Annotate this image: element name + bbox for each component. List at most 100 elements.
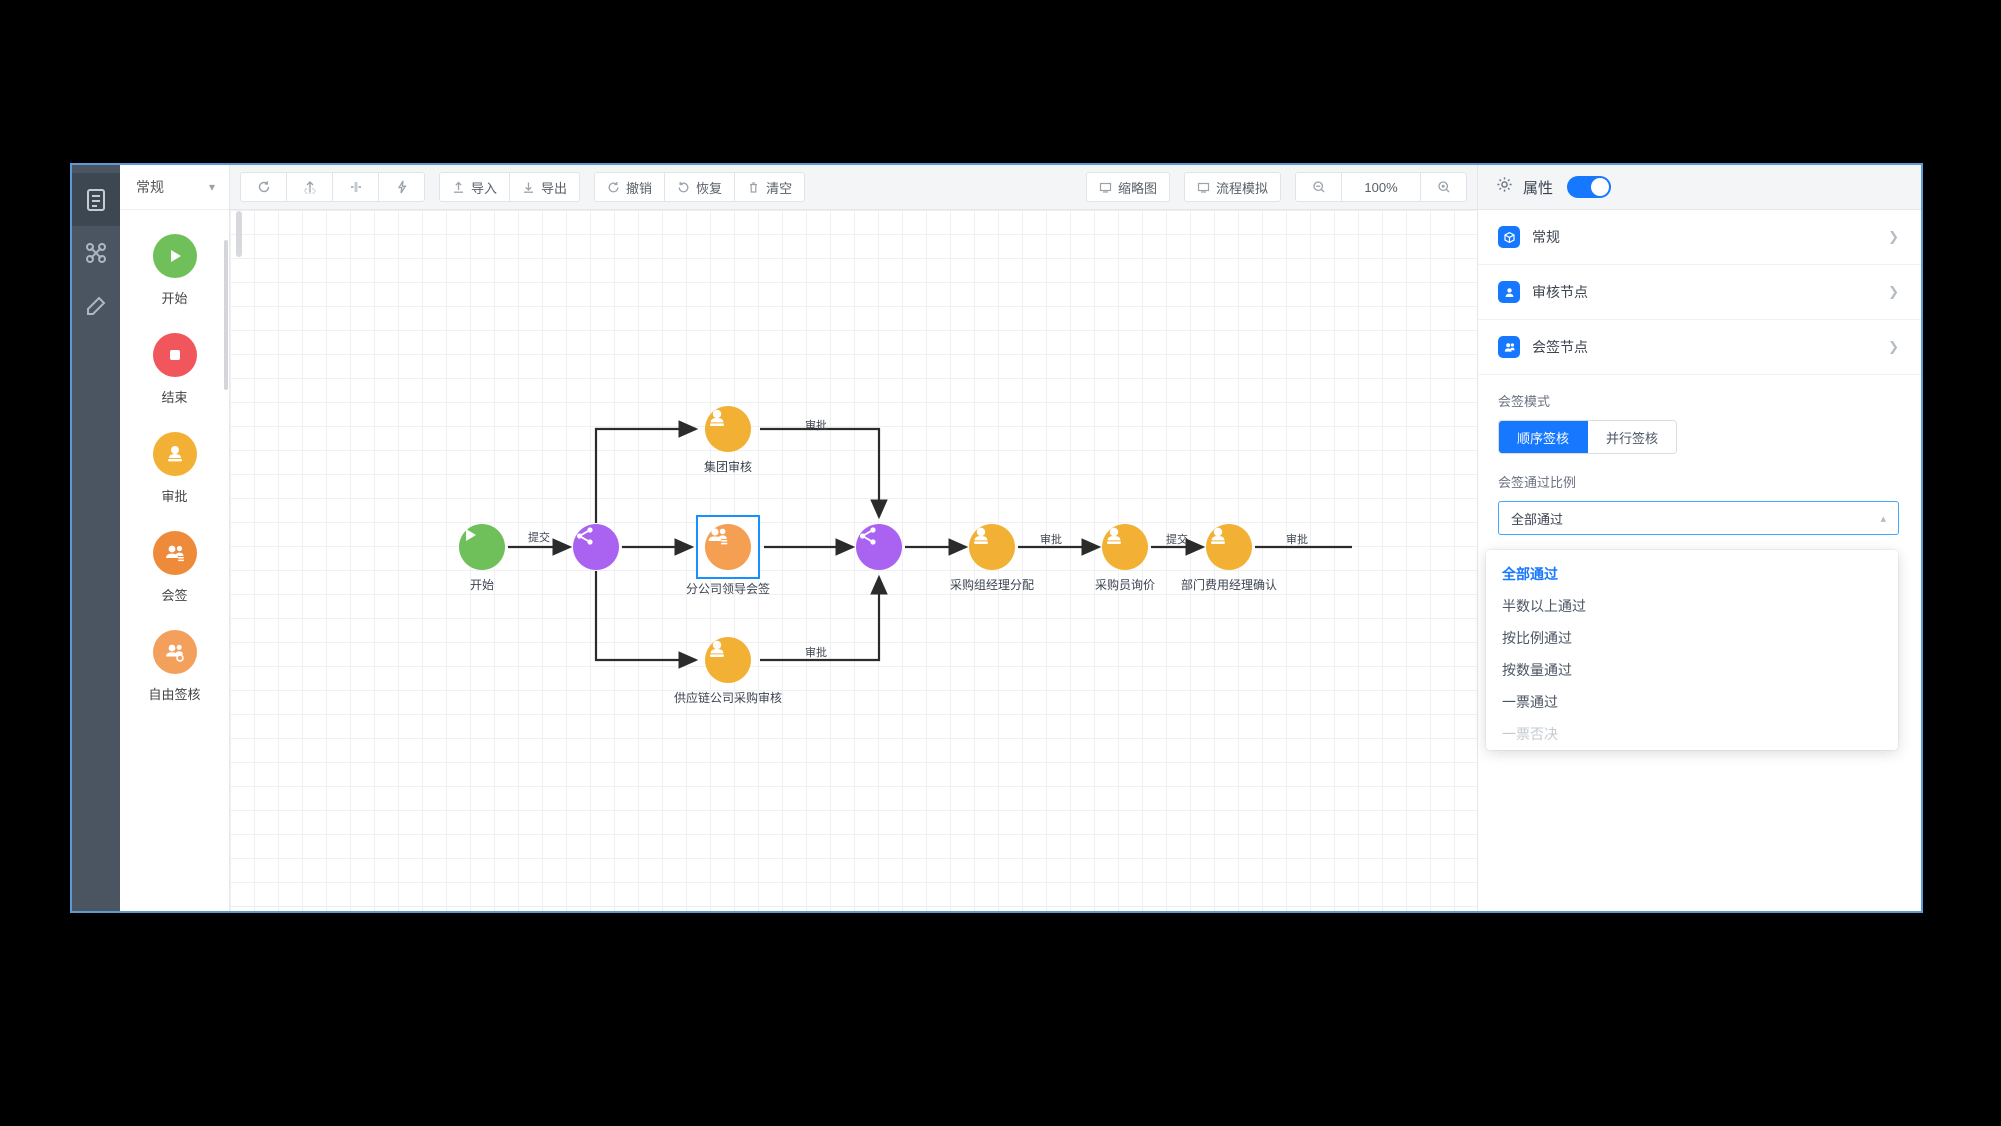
user-icon [1498, 281, 1520, 303]
redo-icon [677, 181, 690, 194]
edge-label: 提交 [1166, 534, 1188, 546]
import-label: 导入 [471, 180, 498, 196]
redo-button[interactable]: 恢复 [664, 172, 736, 202]
pass-ratio-select[interactable]: 全部通过 ▴ [1498, 501, 1899, 535]
pass-ratio-label: 会签通过比例 [1498, 475, 1577, 490]
icon-rail [72, 165, 120, 911]
dropdown-arrow [1547, 550, 1563, 558]
flow-node-purchase-assign[interactable]: 采购组经理分配 [950, 524, 1034, 592]
palette-node-approve[interactable]: 审批 [120, 432, 229, 505]
properties-toggle[interactable] [1567, 176, 1612, 198]
rail-item-style-designer[interactable] [72, 279, 120, 332]
flow-node-start[interactable]: 开始 [459, 524, 505, 592]
canvas-toolbar: 导入 导出 撤销 [230, 165, 1477, 210]
flow-node-branch-countersign[interactable]: 分公司领导会签 [686, 515, 770, 596]
flow-node-group-review[interactable]: 集团审核 [704, 406, 752, 474]
zoom-group: 100% [1295, 172, 1467, 202]
thumbnail-group: 缩略图 [1085, 172, 1170, 202]
export-icon [522, 181, 535, 194]
countersign-settings: 会签模式 顺序签核 并行签核 会签通过比例 全部通过 ▴ [1478, 375, 1921, 535]
seg-parallel-sign[interactable]: 并行签核 [1588, 421, 1677, 453]
flow-node-label: 集团审核 [703, 460, 753, 474]
edge-label: 审批 [1040, 534, 1062, 546]
stamp-icon [1206, 524, 1252, 570]
flow-node-label: 开始 [469, 578, 495, 592]
zoom-out-button[interactable] [1295, 172, 1342, 202]
export-button[interactable]: 导出 [509, 172, 581, 202]
chevron-down-icon[interactable]: ▾ [208, 180, 215, 194]
prop-row-general[interactable]: 常规 ❯ [1478, 210, 1921, 265]
dropdown-option-ratio-pass[interactable]: 按比例通过 [1502, 630, 1572, 646]
palette-body: 开始 结束 审批 会签 [120, 210, 229, 911]
flow-node-label: 分公司领导会签 [685, 582, 771, 596]
group-icon [705, 524, 751, 570]
flow-edges [508, 420, 1352, 669]
pen-icon [85, 295, 107, 317]
zoom-in-icon [1437, 180, 1451, 194]
rail-item-flow-designer[interactable] [72, 226, 120, 279]
flow-node-dept-cost-confirm[interactable]: 部门费用经理确认 [1181, 524, 1277, 592]
flow-canvas[interactable]: 提交 审批 审批 审批 提交 审批 开始 [230, 210, 1477, 911]
document-icon [85, 188, 107, 212]
dropdown-option-all-pass[interactable]: 全部通过 [1502, 566, 1558, 582]
lightning-icon [395, 180, 409, 194]
flow-node-gateway-1[interactable] [573, 524, 619, 570]
share-icon [856, 524, 902, 570]
canvas-scrollbar[interactable] [236, 211, 242, 257]
prop-row-label: 审核节点 [1532, 284, 1588, 300]
thumbnail-label: 缩略图 [1117, 180, 1157, 196]
thumbnail-button[interactable]: 缩略图 [1085, 172, 1170, 202]
stamp-icon [969, 524, 1015, 570]
palette-node-label: 自由签核 [148, 687, 201, 702]
zoom-level-value[interactable]: 100% [1341, 172, 1421, 202]
undo-layout-button[interactable] [240, 172, 287, 202]
pass-ratio-value: 全部通过 [1511, 511, 1564, 527]
prop-row-review-node[interactable]: 审核节点 ❯ [1478, 265, 1921, 320]
redo-label: 恢复 [696, 180, 723, 196]
undo-label: 撤销 [626, 180, 653, 196]
share-icon [573, 524, 619, 570]
dropdown-option-one-vote-veto[interactable]: 一票否决 [1502, 726, 1558, 742]
flow-node-supplychain-review[interactable]: 供应链公司采购审核 [674, 637, 782, 705]
dropdown-option-one-vote-pass[interactable]: 一票通过 [1502, 694, 1558, 710]
flow-node-label: 采购组经理分配 [949, 578, 1035, 592]
dropdown-option-majority-pass[interactable]: 半数以上通过 [1502, 598, 1586, 614]
align-top-icon [303, 180, 317, 194]
palette-node-label: 结束 [161, 390, 188, 405]
pass-ratio-dropdown: 全部通过 半数以上通过 按比例通过 按数量通过 一票通过 一票否决 [1486, 550, 1898, 750]
thumbnail-icon [1099, 181, 1112, 194]
palette-scrollbar[interactable] [224, 240, 228, 390]
page-title: 属性 [1523, 179, 1554, 197]
rail-item-form-designer[interactable] [72, 173, 120, 226]
undo-icon [607, 181, 620, 194]
flow-node-buyer-inquiry[interactable]: 采购员询价 [1095, 524, 1155, 592]
import-button[interactable]: 导入 [439, 172, 511, 202]
auto-layout-button[interactable] [378, 172, 425, 202]
clear-button[interactable]: 清空 [734, 172, 806, 202]
chevron-up-icon[interactable]: ▴ [1880, 512, 1886, 525]
simulate-button[interactable]: 流程模拟 [1183, 172, 1281, 202]
palette-node-free-sign[interactable]: 自由签核 [120, 630, 229, 703]
seg-sequential-sign[interactable]: 顺序签核 [1499, 421, 1589, 453]
undo-button[interactable]: 撤销 [594, 172, 666, 202]
palette-node-start[interactable]: 开始 [120, 234, 229, 307]
align-center-button[interactable] [332, 172, 379, 202]
align-center-icon [349, 180, 363, 194]
flow-node-gateway-2[interactable] [856, 524, 902, 570]
stop-icon [152, 333, 197, 377]
dropdown-option-count-pass[interactable]: 按数量通过 [1502, 662, 1572, 678]
palette-node-end[interactable]: 结束 [120, 333, 229, 406]
properties-panel: 属性 常规 ❯ 审核节点 ❯ 会签节点 ❯ 会签模式 [1477, 165, 1921, 911]
play-icon [459, 524, 505, 570]
align-top-button[interactable] [286, 172, 333, 202]
palette-header[interactable]: 常规 ▾ [120, 165, 229, 210]
prop-row-countersign-node[interactable]: 会签节点 ❯ [1478, 320, 1921, 375]
toggle-knob [1591, 178, 1610, 196]
palette-node-countersign[interactable]: 会签 [120, 531, 229, 604]
edge-label: 审批 [805, 647, 827, 659]
play-icon [152, 234, 197, 278]
zoom-in-button[interactable] [1420, 172, 1467, 202]
flow-node-label: 采购员询价 [1094, 578, 1156, 592]
prop-row-label: 会签节点 [1532, 339, 1588, 355]
simulate-icon [1197, 181, 1210, 194]
